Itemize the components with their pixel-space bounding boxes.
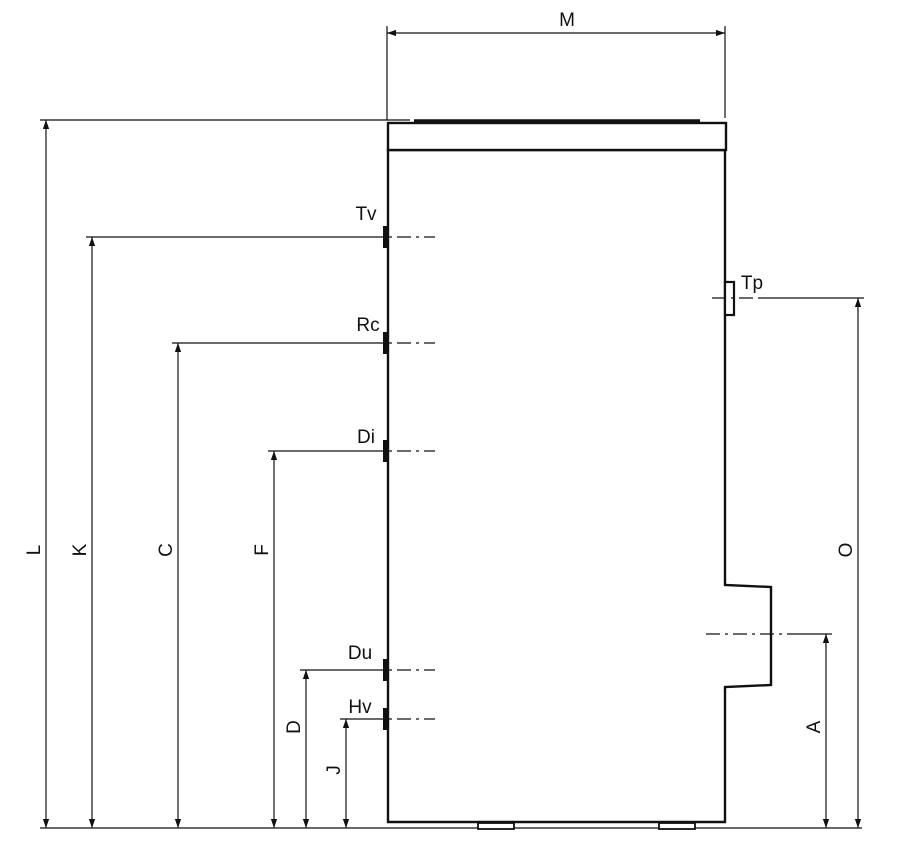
- rc-nub: [383, 332, 388, 354]
- label-tv: Tv: [355, 204, 377, 225]
- label-d: D: [284, 720, 305, 734]
- label-di: Di: [357, 427, 375, 448]
- label-o: O: [836, 543, 857, 558]
- label-hv: Hv: [348, 697, 372, 718]
- label-du: Du: [348, 643, 372, 664]
- tv-nub: [383, 226, 388, 248]
- label-tp: Tp: [741, 273, 763, 294]
- tank-body: [386, 119, 773, 830]
- foot-left: [477, 822, 515, 830]
- label-k: K: [70, 543, 91, 556]
- label-l: L: [24, 545, 45, 556]
- label-rc: Rc: [356, 315, 379, 336]
- tank-lid: [386, 121, 728, 152]
- du-nub: [383, 659, 388, 681]
- foot-right: [658, 822, 696, 830]
- di-nub: [383, 440, 388, 462]
- label-j: J: [324, 765, 345, 775]
- label-a: A: [804, 720, 825, 733]
- label-c: C: [156, 543, 177, 557]
- label-f: F: [252, 544, 273, 556]
- hv-nub: [383, 708, 388, 730]
- label-m: M: [559, 10, 575, 31]
